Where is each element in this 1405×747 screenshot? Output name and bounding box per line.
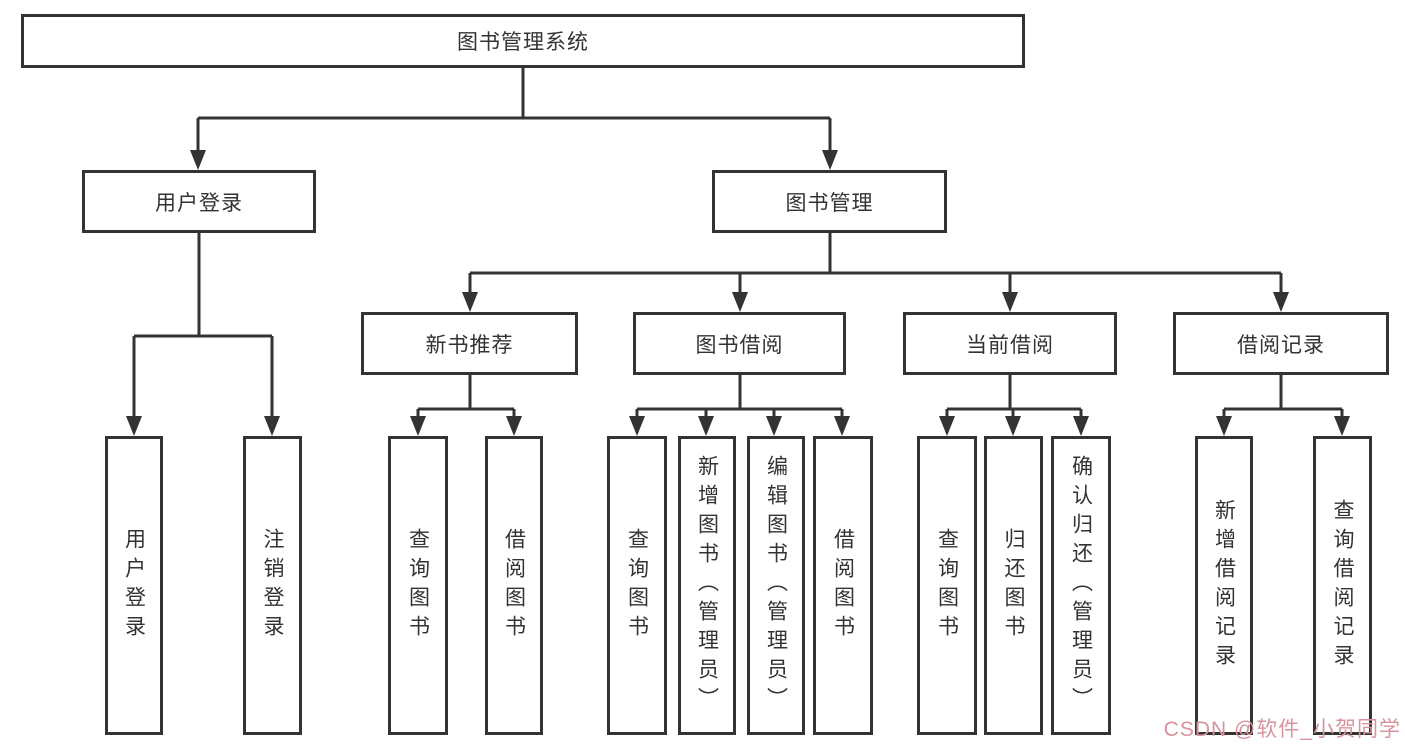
leaf-query-borrow-record: 查询借阅记录 [1313,436,1372,735]
leaf-return-books: 归还图书 [984,436,1043,735]
leaf-logout: 注销登录 [243,436,302,735]
leaf-label: 查询图书 [625,527,649,644]
leaf-label: 用户登录 [122,527,146,644]
leaf-label: 归还图书 [1002,527,1025,644]
leaf-user-login: 用户登录 [105,436,163,735]
leaf-query-books-recommend: 查询图书 [388,436,448,735]
leaf-label: 新增图书（管理员） [695,455,719,716]
node-new-book-recommend: 新书推荐 [361,312,578,375]
leaf-label: 查询图书 [935,527,959,644]
node-root-system: 图书管理系统 [21,14,1025,68]
leaf-add-books-admin: 新增图书（管理员） [678,436,736,735]
leaf-borrow-books: 借阅图书 [813,436,873,735]
node-borrowing-records: 借阅记录 [1173,312,1389,375]
leaf-label: 借阅图书 [502,527,526,644]
node-book-management: 图书管理 [712,170,947,233]
node-user-login: 用户登录 [82,170,316,233]
leaf-borrow-books-recommend: 借阅图书 [485,436,543,735]
leaf-label: 编辑图书（管理员） [764,455,788,716]
node-book-borrowing: 图书借阅 [633,312,846,375]
leaf-label: 查询借阅记录 [1331,498,1354,673]
leaf-confirm-return-admin: 确认归还（管理员） [1051,436,1111,735]
node-current-borrowing: 当前借阅 [903,312,1117,375]
leaf-add-borrow-record: 新增借阅记录 [1195,436,1253,735]
leaf-label: 查询图书 [406,527,430,644]
leaf-label: 注销登录 [261,527,284,644]
leaf-query-books-borrowing: 查询图书 [607,436,667,735]
leaf-label: 确认归还（管理员） [1069,455,1093,716]
leaf-label: 新增借阅记录 [1212,498,1236,673]
leaf-label: 借阅图书 [831,527,855,644]
leaf-edit-books-admin: 编辑图书（管理员） [747,436,805,735]
arrowheads [126,150,1350,436]
leaf-query-books-current: 查询图书 [917,436,977,735]
